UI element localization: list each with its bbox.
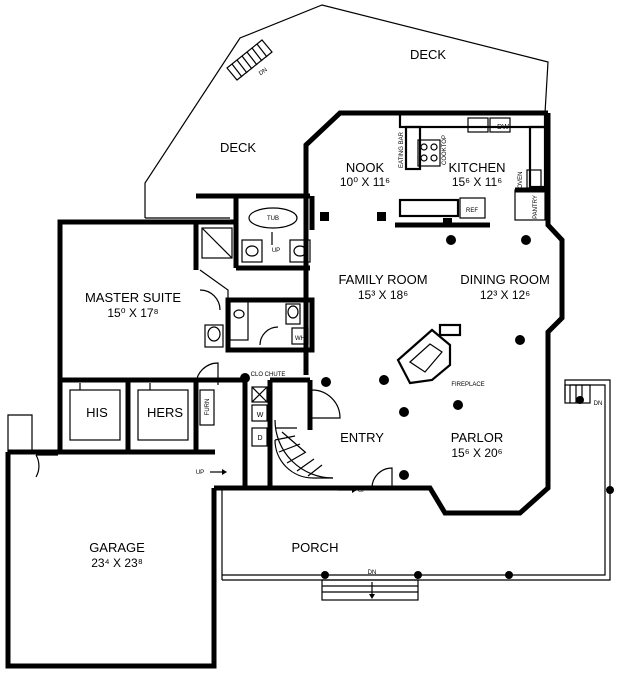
- his-closet-label: HIS: [86, 405, 108, 420]
- garage-size: 23⁴ X 23⁸: [91, 556, 143, 570]
- oven-label: OVEN: [518, 171, 524, 188]
- cooktop-label: COOKTOP: [442, 135, 448, 165]
- garage-label: GARAGE: [89, 540, 145, 555]
- wh-label: WH: [295, 336, 305, 342]
- clo-chute-label: CLO CHUTE: [251, 372, 286, 378]
- garage-up-label: UP: [196, 470, 204, 476]
- entry-up-label: UP: [358, 488, 366, 494]
- entry-stairs: [274, 419, 334, 479]
- parlor-size: 15⁶ X 20⁶: [451, 446, 502, 460]
- master-suite-size: 15⁰ X 17⁸: [107, 306, 158, 320]
- kitchen-size: 15⁶ X 11⁶: [452, 175, 502, 189]
- interior-walls: [60, 187, 548, 491]
- deck-stairs-dn-label: DN: [258, 67, 269, 77]
- ref-label: REF: [466, 208, 478, 214]
- dining-room-label: DINING ROOM: [460, 272, 550, 287]
- deck-outline: [144, 4, 549, 219]
- family-room-size: 15³ X 18⁶: [358, 288, 408, 302]
- deck-top-label: DECK: [410, 47, 446, 62]
- dryer-label: D: [257, 435, 262, 442]
- entry-label: ENTRY: [340, 430, 384, 445]
- fireplace-label: FIREPLACE: [451, 382, 484, 388]
- kitchen-label: KITCHEN: [448, 160, 505, 175]
- master-bath: [199, 207, 311, 348]
- washer-label: W: [257, 412, 264, 419]
- stair-arrows: [210, 469, 375, 599]
- closets: [69, 383, 215, 441]
- master-suite-label: MASTER SUITE: [85, 290, 181, 305]
- bath-up-label: UP: [272, 248, 280, 254]
- deck-stairs: [226, 39, 273, 81]
- right-porch-dn-label: DN: [594, 401, 603, 407]
- hers-closet-label: HERS: [147, 405, 183, 420]
- fireplace: [396, 323, 462, 385]
- garage-notch: [7, 414, 58, 478]
- dw-label: DW: [497, 124, 509, 131]
- porch-label: PORCH: [292, 540, 339, 555]
- porch-outline: [221, 379, 611, 601]
- eating-bar-label: EATING BAR: [399, 131, 405, 168]
- nook-label: NOOK: [346, 160, 385, 175]
- utility: [251, 386, 268, 447]
- furnace-label: FURN: [205, 399, 211, 416]
- family-room-label: FAMILY ROOM: [338, 272, 427, 287]
- parlor-label: PARLOR: [451, 430, 504, 445]
- porch-dn-label: DN: [368, 570, 377, 576]
- tub-label: TUB: [267, 216, 279, 222]
- dining-room-size: 12³ X 12⁶: [480, 288, 530, 302]
- pantry-label: PANTRY: [533, 195, 539, 219]
- deck-left-label: DECK: [220, 140, 256, 155]
- doors: [195, 289, 393, 489]
- nook-size: 10⁰ X 11⁶: [340, 175, 390, 189]
- kitchen-counters: [398, 111, 547, 221]
